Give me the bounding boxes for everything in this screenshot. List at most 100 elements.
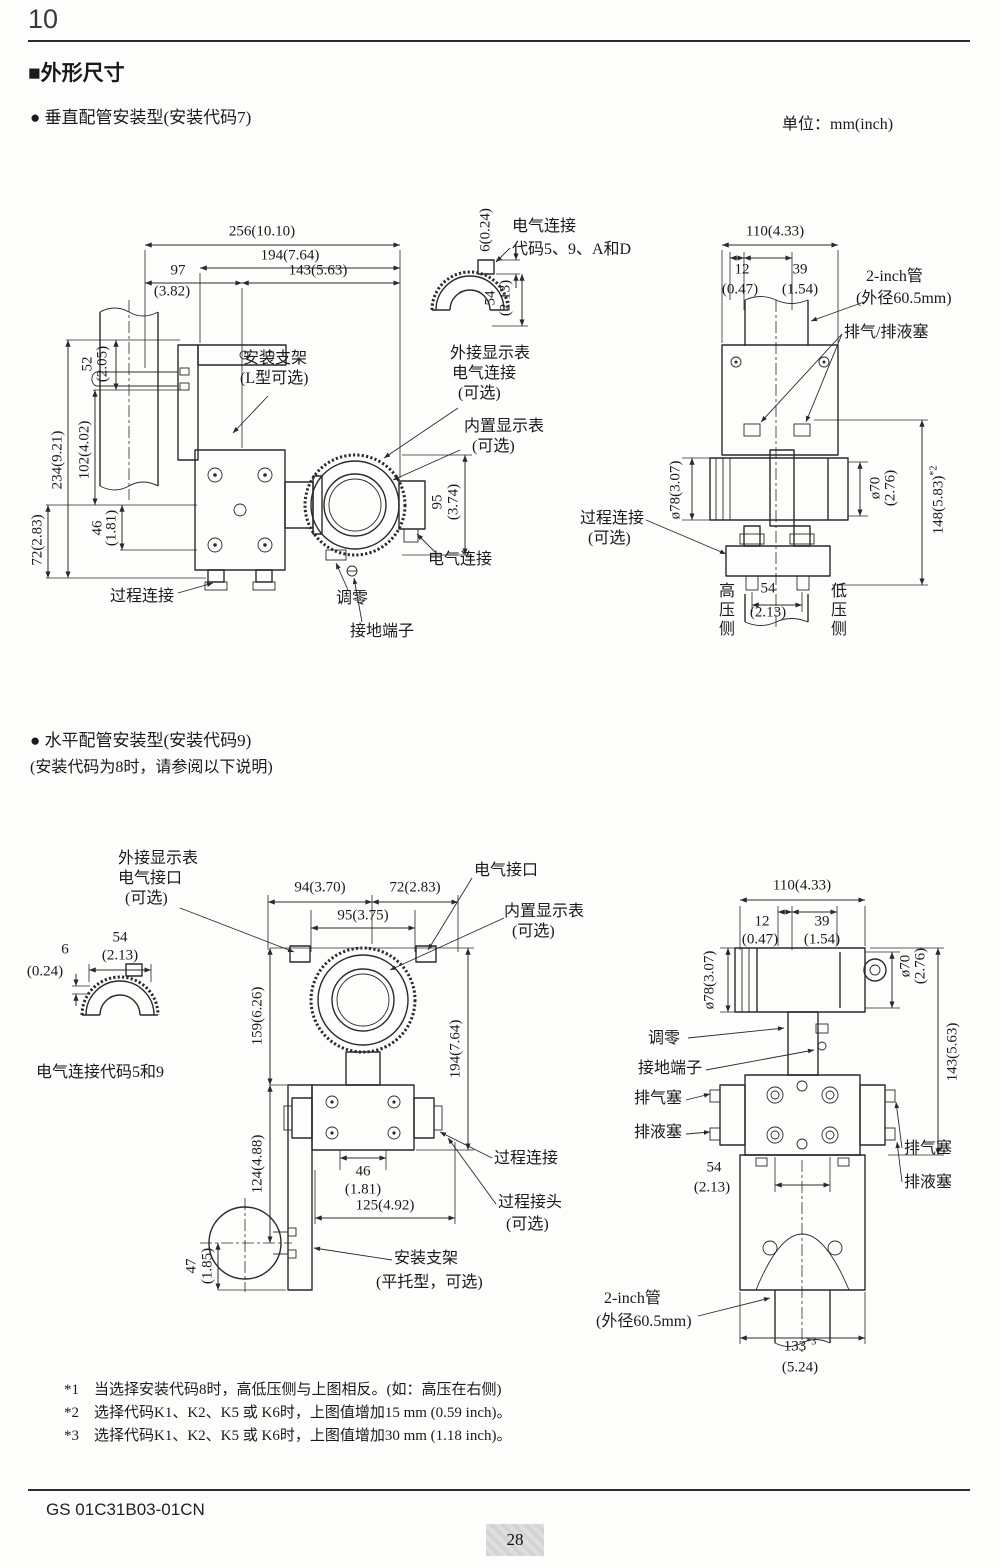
d3-label-ext-indicator-opt: (可选) <box>125 890 168 907</box>
footnote-2: *2 选择代码K1、K2、K5 或 K6时，上图值增加15 mm (0.59 i… <box>64 1405 512 1421</box>
d2-dim-148-value: 148(5.83) <box>930 475 947 535</box>
d1-label-integral-indicator: 内置显示表 <box>464 418 545 435</box>
d3-dim-94: 94(3.70) <box>294 879 346 896</box>
subsection-vertical-piping: ● 垂直配管安装型(安装代码7) <box>30 108 252 127</box>
d4-label-vent-plug-right: 排气塞 <box>904 1140 953 1157</box>
page-number: 10 <box>28 4 59 34</box>
d1-dim-234: 234(9.21) <box>49 430 66 490</box>
footnote-1: *1 当选择安装代码8时，高低压侧与上图相反。(如：高压在右侧) <box>64 1382 502 1398</box>
electrical-connection-detail <box>72 963 160 1016</box>
subsection-horizontal-piping: ● 水平配管安装型(安装代码9) <box>30 731 252 750</box>
d2-dim-54: 54 <box>760 580 776 597</box>
d3-dim-54-inch: (2.13) <box>101 947 139 964</box>
d3-label-mounting-bracket: 安装支架 <box>394 1250 459 1267</box>
d1-label-ext-indicator-conn: 电气连接 <box>452 365 517 382</box>
d4-label-vent-plug-left: 排气塞 <box>634 1090 683 1107</box>
d1-label-ext-indicator: 外接显示表 <box>450 345 531 362</box>
d4-dim-143: 143(5.63) <box>944 1022 961 1082</box>
d4-dim-133-value: 133 <box>783 1338 807 1355</box>
horizontal-side-view-dimensions <box>215 895 474 1291</box>
footer-page-number: 28 <box>486 1524 544 1556</box>
conduit-connection-detail <box>430 246 528 327</box>
horizontal-front-view-dimensions <box>720 897 944 1344</box>
d2-dim-148: 148(5.83)*2 <box>928 466 947 535</box>
d2-label-process-connection: 过程连接 <box>580 510 645 527</box>
d2-dim-39-inch: (1.54) <box>781 281 819 298</box>
d1-detail-label-codes: 代码5、9、A和D <box>512 241 632 258</box>
d4-dim-133: 133*3 <box>784 1336 817 1355</box>
d1-label-ground-terminal: 接地端子 <box>350 623 415 640</box>
subsection-horizontal-note: (安装代码为8时，请参阅以下说明) <box>30 759 273 776</box>
d4-dim-39-inch: (1.54) <box>803 931 841 948</box>
d4-label-2inch-pipe-od: (外径60.5mm) <box>596 1313 692 1330</box>
d3-dim-124: 124(4.88) <box>249 1134 266 1194</box>
drawing-horizontal-piping-views <box>72 877 944 1352</box>
d2-label-process-connection-opt: (可选) <box>588 530 631 547</box>
d3-dim-46-inch: (1.81) <box>344 1181 382 1198</box>
d4-label-ground-terminal: 接地端子 <box>638 1060 703 1077</box>
d1-dim-52-inch: (2.05) <box>94 345 111 383</box>
d4-dim-110: 110(4.33) <box>772 877 832 894</box>
d3-label-mounting-bracket-note: (平托型，可选) <box>376 1274 483 1291</box>
vertical-front-view-linework <box>709 296 849 628</box>
section-title: ■外形尺寸 <box>28 61 125 85</box>
d2-label-2inch-pipe-od: (外径60.5mm) <box>856 290 952 307</box>
d2-dim-78: ø78(3.07) <box>667 460 684 520</box>
d3-label-process-connection: 过程连接 <box>494 1150 559 1167</box>
d1-dim-72: 72(2.83) <box>29 514 46 566</box>
d2-dim-148-note-ref: *2 <box>928 465 940 476</box>
d3-dim-95: 95(3.75) <box>337 907 389 924</box>
d1-detail-dim-54-inch: (2.13) <box>497 279 514 317</box>
d1-label-mounting-bracket: 安装支架 <box>243 350 308 367</box>
d4-dim-133-note-ref: *3 <box>806 1336 817 1348</box>
footer-rule <box>28 1489 970 1491</box>
vertical-side-view-leaders <box>177 395 461 623</box>
d3-dim-6-inch: (0.24) <box>26 963 64 980</box>
d1-dim-256: 256(10.10) <box>228 223 296 240</box>
d4-dim-78: ø78(3.07) <box>701 950 718 1010</box>
d4-dim-12-inch: (0.47) <box>741 931 779 948</box>
d2-dim-39: 39 <box>792 261 808 278</box>
d1-label-electrical-connection: 电气连接 <box>428 551 493 568</box>
vertical-side-view-linework <box>91 300 426 591</box>
d4-dim-12: 12 <box>754 913 770 930</box>
d2-dim-110: 110(4.33) <box>745 223 805 240</box>
d2-label-high-pressure-side: 高压侧 <box>716 582 733 639</box>
d4-label-drain-plug-right: 排液塞 <box>904 1174 953 1191</box>
d3-label-electrical-port: 电气接口 <box>474 862 539 879</box>
d1-detail-label-elec: 电气连接 <box>512 218 577 235</box>
d1-dim-143: 143(5.63) <box>288 262 348 279</box>
d2-label-vent-drain-plug: 排气/排液塞 <box>844 324 929 341</box>
unit-note: 单位：mm(inch) <box>782 116 894 133</box>
d1-detail-dim-6: 6(0.24) <box>477 208 494 252</box>
d1-dim-95: 95 <box>429 494 446 510</box>
vertical-side-view-dimensions <box>45 242 472 579</box>
vertical-front-view-leaders <box>645 301 865 555</box>
d3-dim-159: 159(6.26) <box>249 986 266 1046</box>
d4-label-2inch-pipe: 2-inch管 <box>604 1290 661 1307</box>
d1-dim-97-inch: (3.82) <box>153 283 191 300</box>
d1-label-integral-indicator-opt: (可选) <box>472 438 515 455</box>
d3-label-integral-indicator-opt: (可选) <box>512 923 555 940</box>
d3-label-process-adapter-opt: (可选) <box>506 1216 549 1233</box>
d1-label-ext-indicator-opt: (可选) <box>458 385 501 402</box>
d3-dim-54: 54 <box>112 929 128 946</box>
d2-label-low-pressure-side: 低压侧 <box>828 582 845 639</box>
d4-dim-70-inch: (2.76) <box>912 947 929 985</box>
document-code: GS 01C31B03-01CN <box>46 1500 205 1519</box>
d2-dim-54-inch: (2.13) <box>749 604 787 621</box>
d4-label-drain-plug-left: 排液塞 <box>634 1124 683 1141</box>
d1-dim-194: 194(7.64) <box>260 247 320 264</box>
d3-dim-47-inch: (1.85) <box>199 1247 216 1285</box>
d3-dim-6: 6 <box>61 941 69 958</box>
horizontal-front-view-leaders <box>685 1026 903 1317</box>
d3-dim-47: 47 <box>183 1258 200 1274</box>
horizontal-front-view-linework <box>709 947 896 1352</box>
d2-dim-70-inch: (2.76) <box>882 469 899 507</box>
d4-dim-39: 39 <box>814 913 830 930</box>
d3-dim-125: 125(4.92) <box>355 1197 415 1214</box>
d1-label-zero-adjust: 调零 <box>336 590 369 607</box>
d3-label-process-adapter: 过程接头 <box>498 1194 563 1211</box>
d1-dim-102: 102(4.02) <box>76 420 93 480</box>
